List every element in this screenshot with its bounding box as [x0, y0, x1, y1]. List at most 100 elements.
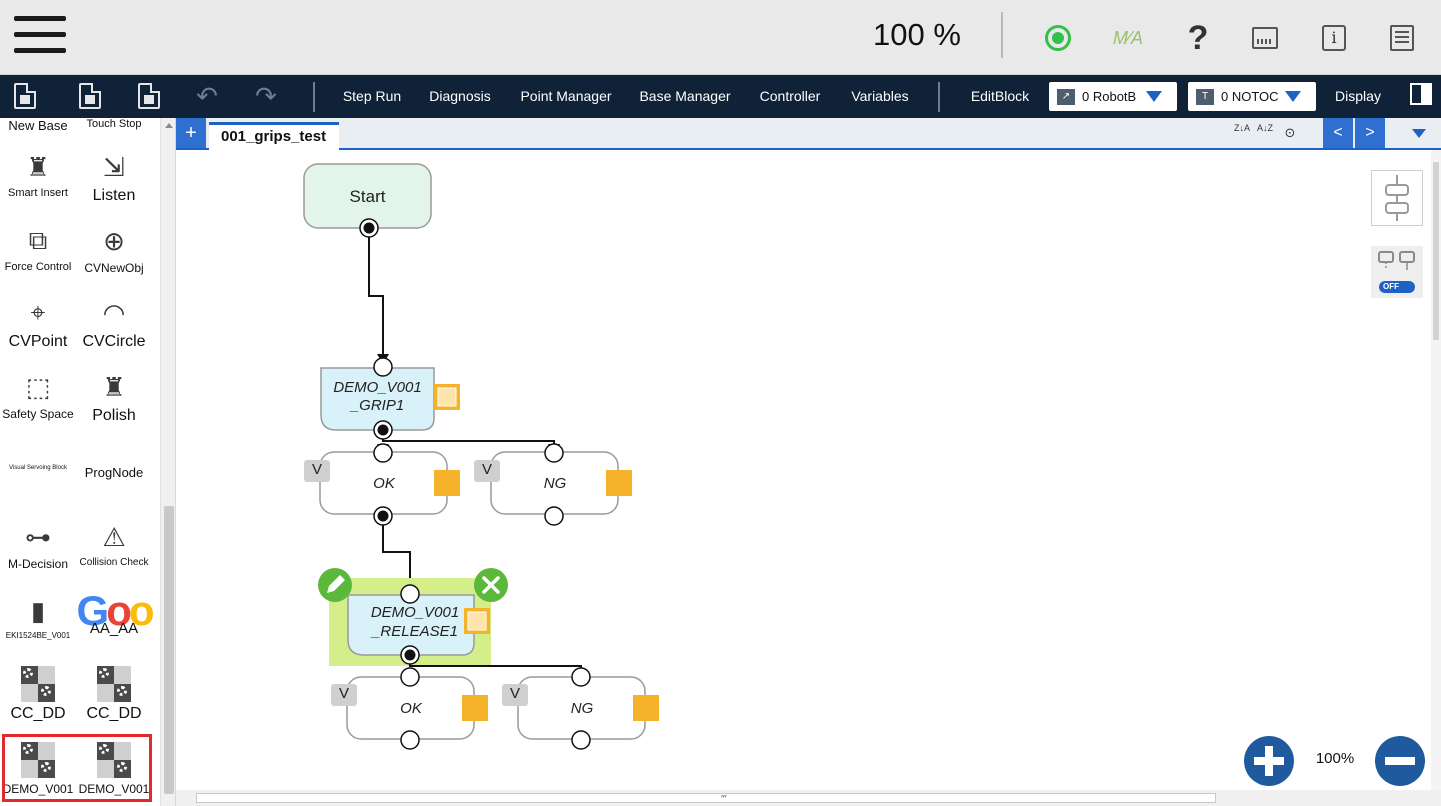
canvas-vertical-scrollbar[interactable] [1431, 150, 1441, 790]
palette-item-cvpoint[interactable]: ⌖CVPoint [8, 297, 68, 350]
redo-icon[interactable]: ↷ [255, 81, 277, 111]
palette-item-demo-v001[interactable]: DEMO_V001 [0, 742, 76, 796]
add-tab-button[interactable]: + [176, 118, 206, 148]
tab-menu-dropdown[interactable] [1398, 118, 1441, 148]
io-module-icon: ▮ [30, 595, 46, 626]
info-icon[interactable]: i [1316, 18, 1352, 58]
palette-item-cc-dd[interactable]: CC_DD [0, 666, 76, 723]
controller-button[interactable]: Controller [759, 88, 821, 104]
next-tab-button[interactable]: > [1355, 118, 1385, 148]
gear-icon [97, 742, 131, 778]
robot-base-select[interactable]: ↗ 0 RobotB [1049, 82, 1177, 111]
highlight-box [2, 734, 152, 802]
release-block-label[interactable]: DEMO_V001_RELEASE1 [370, 604, 460, 640]
palette-item-new-base[interactable]: New Base [8, 118, 68, 133]
chevron-down-icon [1146, 91, 1162, 102]
palette-item-collision-check[interactable]: ⚠Collision Check [79, 521, 149, 569]
chevron-down-icon [1285, 91, 1301, 102]
editblock-button[interactable]: EditBlock [970, 88, 1030, 104]
menu-icon[interactable] [14, 16, 66, 58]
find-icon[interactable]: ⊙ [1284, 125, 1296, 140]
new-project-icon[interactable] [12, 81, 38, 111]
palette-item-smart-insert[interactable]: ♜Smart Insert [8, 151, 68, 200]
flow-layout-icon[interactable] [1371, 170, 1423, 226]
log-icon[interactable] [1384, 18, 1420, 58]
palette-item-eki1524be[interactable]: ▮EKI1524BE_V001 [5, 595, 71, 641]
undo-icon[interactable]: ↶ [196, 81, 218, 111]
diagnosis-button[interactable]: Diagnosis [429, 88, 491, 104]
palette-item-safety-space[interactable]: ⬚Safety Space [2, 371, 74, 422]
power-icon[interactable] [1040, 18, 1076, 58]
help-icon[interactable]: ? [1187, 18, 1209, 57]
global-zoom-readout: 100 % [873, 17, 961, 52]
zoom-in-button[interactable] [1244, 736, 1294, 786]
status-divider [1001, 12, 1003, 58]
open-project-icon[interactable] [136, 81, 162, 111]
manual-auto-icon[interactable]: M⁄A [1112, 27, 1143, 48]
panel-layout-icon[interactable] [1410, 83, 1436, 109]
m-decision-icon: ⊶ [25, 521, 51, 552]
tool-value: 0 NOTOC [1221, 89, 1279, 104]
palette-item-cvnewobj[interactable]: ⊕CVNewObj [84, 225, 144, 276]
palette-item-m-decision[interactable]: ⊶M-Decision [7, 521, 68, 572]
branch-toggle-state[interactable]: OFF [1379, 281, 1415, 293]
tool-icon: T [1196, 88, 1214, 105]
zoom-out-button[interactable] [1375, 736, 1425, 786]
cvpoint-icon: ⌖ [30, 297, 46, 327]
palette-item-force-control[interactable]: ⧉Force Control [4, 225, 72, 273]
sort-asc-icon[interactable]: A↓Z [1256, 123, 1273, 133]
sort-desc-icon[interactable]: Z↓A [1233, 123, 1250, 133]
base-icon: ↗ [1057, 88, 1075, 105]
variable-tag[interactable]: V [338, 685, 349, 702]
ng-branch-label[interactable]: NG [570, 700, 594, 717]
variables-button[interactable]: Variables [851, 88, 909, 104]
tab-001-grips-test[interactable]: 001_grips_test [209, 122, 339, 150]
status-bar: 100 % M⁄A ? i [0, 0, 1441, 75]
start-node-label[interactable]: Start [349, 187, 386, 206]
step-run-button[interactable]: Step Run [342, 88, 402, 104]
safety-space-icon: ⬚ [25, 371, 51, 402]
base-manager-button[interactable]: Base Manager [639, 88, 731, 104]
smart-insert-icon: ♜ [26, 151, 50, 182]
toolbar-divider [938, 82, 940, 112]
variable-tag[interactable]: V [509, 685, 520, 702]
palette-scrollbar[interactable] [160, 118, 175, 806]
canvas-zoom-level: 100% [1315, 750, 1355, 767]
node-palette: New Base Touch Stop ♜Smart Insert ⇲Liste… [0, 118, 176, 806]
palette-item-prognode[interactable]: ProgNode [84, 465, 144, 480]
variable-tag[interactable]: V [481, 461, 492, 478]
program-tab-bar: + 001_grips_test Z↓A A↓Z ⊙ < > [176, 118, 1441, 150]
palette-item-demo-v001[interactable]: DEMO_V001 [76, 742, 152, 796]
ok-branch-label[interactable]: OK [373, 475, 395, 492]
palette-item-cc-dd[interactable]: CC_DD [76, 666, 152, 723]
tool-select[interactable]: T 0 NOTOC [1188, 82, 1316, 111]
palette-item-touch-stop[interactable]: Touch Stop [86, 118, 142, 130]
flow-diagram [303, 163, 659, 750]
cvcircle-icon: ◠ [102, 297, 126, 328]
palette-item-polish[interactable]: ♜Polish [92, 371, 136, 425]
flow-canvas[interactable]: Start DEMO_V001_GRIP1 V OK V NG DEMO_V00… [176, 150, 1431, 790]
save-project-icon[interactable] [77, 81, 103, 111]
ng-branch-label[interactable]: NG [543, 475, 567, 492]
palette-item-visual-servoing[interactable]: Visual Servoing Block [9, 465, 67, 471]
keyboard-icon[interactable] [1247, 18, 1283, 58]
display-button[interactable]: Display [1335, 88, 1381, 104]
cvnewobj-icon: ⊕ [103, 225, 125, 256]
palette-item-cvcircle[interactable]: ◠CVCircle [82, 297, 146, 351]
palette-item-listen[interactable]: ⇲Listen [92, 151, 136, 205]
collision-check-icon: ⚠ [102, 521, 126, 552]
point-manager-button[interactable]: Point Manager [520, 88, 612, 104]
robot-base-value: 0 RobotB [1082, 89, 1137, 104]
listen-icon: ⇲ [103, 151, 125, 182]
gear-icon [21, 666, 55, 702]
release-block [347, 594, 475, 656]
force-control-icon: ⧉ [28, 225, 48, 255]
gear-icon [97, 666, 131, 702]
toolbar-divider [313, 82, 315, 112]
canvas-horizontal-scrollbar[interactable]: ′′′ [176, 790, 1441, 806]
grip-block-label[interactable]: DEMO_V001_GRIP1 [333, 379, 422, 414]
previous-tab-button[interactable]: < [1323, 118, 1353, 148]
ok-branch-label[interactable]: OK [400, 700, 422, 717]
variable-tag[interactable]: V [311, 461, 322, 478]
